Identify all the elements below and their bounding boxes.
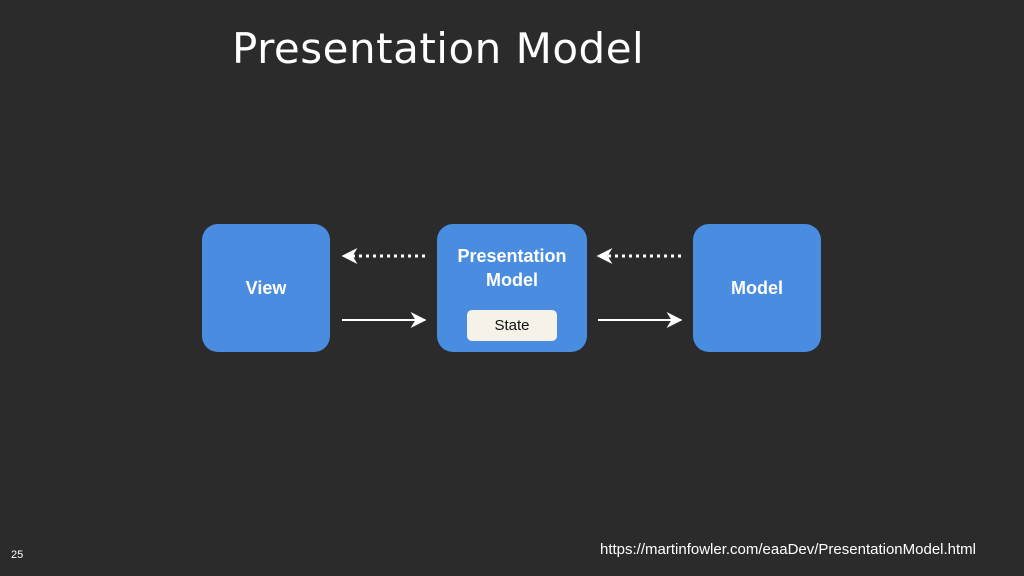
presentation-model-label: Presentation Model [437, 244, 587, 292]
slide-title: Presentation Model [232, 24, 645, 73]
page-number: 25 [11, 549, 24, 561]
presentation-model-label-line1: Presentation [457, 246, 567, 266]
view-box: View [202, 224, 330, 352]
presentation-model-box: Presentation Model State [437, 224, 587, 352]
presentation-model-label-line2: Model [486, 270, 538, 290]
state-chip: State [467, 310, 557, 341]
model-box: Model [693, 224, 821, 352]
model-label: Model [731, 278, 783, 298]
source-url[interactable]: https://martinfowler.com/eaaDev/Presenta… [600, 541, 977, 558]
view-label: View [245, 278, 287, 298]
